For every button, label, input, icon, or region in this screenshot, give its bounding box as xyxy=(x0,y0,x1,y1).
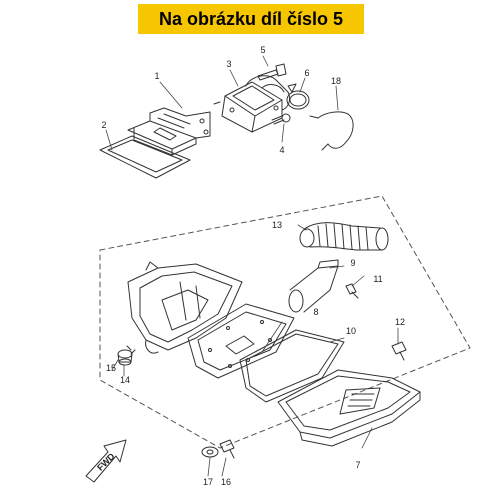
callout-16: 16 xyxy=(221,477,231,487)
part-9-snorkel-tube xyxy=(288,259,339,313)
air-cleaner-case xyxy=(127,261,243,354)
part-4-screw xyxy=(271,113,291,125)
part-3-intake-manifold xyxy=(213,75,291,133)
callout-3: 3 xyxy=(226,59,231,69)
part-8-filter-element xyxy=(187,303,295,379)
callout-2: 2 xyxy=(101,120,106,130)
part-7-air-cleaner-cover xyxy=(277,369,421,447)
callout-9: 9 xyxy=(350,258,355,268)
callout-7: 7 xyxy=(355,460,360,470)
part-17-washer xyxy=(201,446,219,458)
part-7-dashed-boundary xyxy=(99,195,471,449)
callout-4: 4 xyxy=(279,145,284,155)
callout-13: 13 xyxy=(272,220,282,230)
part-13-intake-duct xyxy=(299,222,389,251)
part-14-drain-plug xyxy=(117,345,136,366)
callout-5: 5 xyxy=(260,45,265,55)
callout-labels: 1 2 3 4 5 6 7 8 9 10 11 12 13 14 15 16 1… xyxy=(101,45,405,487)
part-6-hose-clamp xyxy=(286,83,310,110)
title-banner: Na obrázku díl číslo 5 xyxy=(138,4,364,34)
title-text: Na obrázku díl číslo 5 xyxy=(158,8,344,29)
callout-6: 6 xyxy=(304,68,309,78)
part-1-reed-valve xyxy=(127,107,211,156)
callout-1: 1 xyxy=(154,71,159,81)
part-10-seal xyxy=(239,329,345,403)
callout-14: 14 xyxy=(120,375,130,385)
part-5-bolt xyxy=(257,63,287,81)
callout-18: 18 xyxy=(331,76,341,86)
callout-15: 15 xyxy=(106,363,116,373)
part-12-screw xyxy=(391,341,407,361)
part-16-screw xyxy=(219,439,235,459)
callout-12: 12 xyxy=(395,317,405,327)
part-11-screw xyxy=(345,283,359,299)
callout-11: 11 xyxy=(373,274,382,284)
callout-17: 17 xyxy=(203,477,213,487)
callout-10: 10 xyxy=(346,326,356,336)
part-18-spring-clip xyxy=(309,111,354,151)
callout-8: 8 xyxy=(313,307,318,317)
leader-lines xyxy=(105,55,399,477)
part-2-gasket xyxy=(99,135,191,179)
fwd-arrow-icon: FWD xyxy=(85,439,127,483)
